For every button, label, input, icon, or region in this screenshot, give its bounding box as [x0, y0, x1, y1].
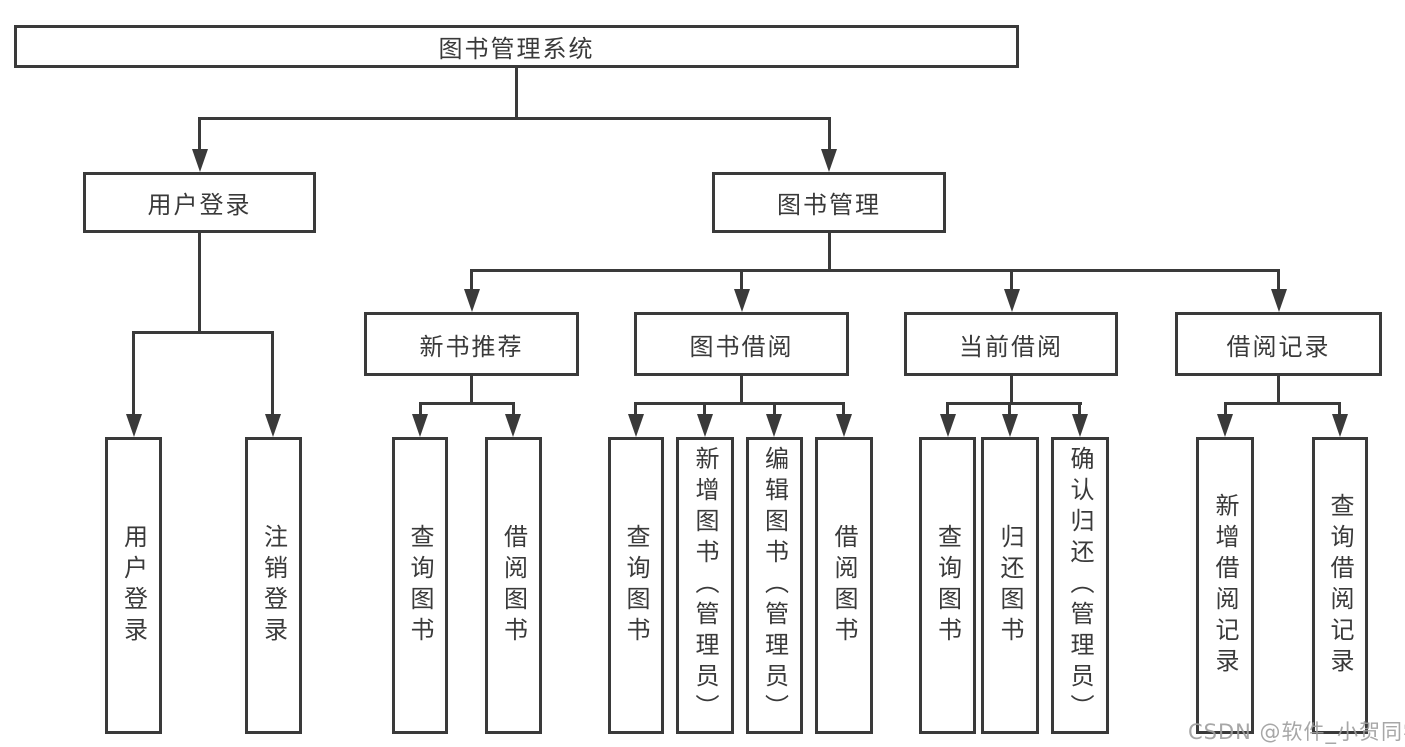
connector-root-stem — [515, 68, 518, 120]
leaf-user-login: 用户登录 — [105, 437, 162, 734]
connector-drop — [512, 402, 515, 417]
connector-drop — [1078, 402, 1081, 417]
connector-bookmgmt-stem — [828, 233, 831, 272]
leaf-add-borrow-record: 新增借阅记录 — [1196, 437, 1254, 734]
connector-stem — [740, 376, 743, 405]
connector-drop — [634, 402, 637, 417]
arrow-down-icon — [1332, 414, 1348, 437]
leaf-confirm-return-admin: 确认归还（管理员） — [1051, 437, 1109, 734]
connector-stem — [1277, 376, 1280, 405]
connector-drop — [842, 402, 845, 417]
connector-drop — [132, 331, 135, 417]
arrow-down-icon — [1217, 414, 1233, 437]
connector-drop — [1224, 402, 1227, 417]
arrow-down-icon — [1072, 414, 1088, 437]
arrow-down-icon — [734, 289, 750, 312]
connector-drop — [1277, 269, 1280, 291]
connector-userlogin-stem — [198, 233, 201, 334]
arrow-down-icon — [505, 414, 521, 437]
arrow-down-icon — [412, 414, 428, 437]
arrow-down-icon — [126, 414, 142, 437]
connector-drop — [1010, 269, 1013, 291]
connector-drop — [1338, 402, 1341, 417]
leaf-borrow-books-recommend: 借阅图书 — [485, 437, 542, 734]
leaf-add-books-admin: 新增图书（管理员） — [676, 437, 734, 734]
leaf-query-borrow-record: 查询借阅记录 — [1312, 437, 1368, 734]
arrow-down-icon — [1002, 414, 1018, 437]
leaf-edit-books-admin: 编辑图书（管理员） — [746, 437, 803, 734]
connector-drop — [703, 402, 706, 417]
connector-bar — [634, 402, 845, 405]
node-user-login: 用户登录 — [83, 172, 316, 233]
arrow-down-icon — [836, 414, 852, 437]
node-book-management: 图书管理 — [712, 172, 946, 233]
leaf-query-books-current: 查询图书 — [919, 437, 976, 734]
node-current-borrowing: 当前借阅 — [904, 312, 1118, 376]
arrow-down-icon — [192, 149, 208, 172]
connector-bar — [946, 402, 1082, 405]
node-book-borrowing: 图书借阅 — [634, 312, 849, 376]
connector-userlogin-bar — [132, 331, 274, 334]
arrow-down-icon — [1271, 289, 1287, 312]
node-borrowing-records: 借阅记录 — [1175, 312, 1382, 376]
connector-drop — [1008, 402, 1011, 417]
leaf-query-books-borrowing: 查询图书 — [608, 437, 664, 734]
arrow-down-icon — [766, 414, 782, 437]
connector-bar — [1224, 402, 1341, 405]
connector-bar — [419, 402, 515, 405]
connector-drop — [470, 269, 473, 291]
arrow-down-icon — [940, 414, 956, 437]
connector-stem — [470, 376, 473, 405]
arrow-down-icon — [821, 149, 837, 172]
leaf-query-books-recommend: 查询图书 — [392, 437, 448, 734]
arrow-down-icon — [628, 414, 644, 437]
connector-drop — [828, 117, 831, 151]
arrow-down-icon — [1004, 289, 1020, 312]
node-new-book-recommendation: 新书推荐 — [364, 312, 579, 376]
connector-drop — [271, 331, 274, 417]
connector-stem — [1010, 376, 1013, 405]
leaf-borrow-books-borrowing: 借阅图书 — [815, 437, 873, 734]
node-root: 图书管理系统 — [14, 25, 1019, 68]
arrow-down-icon — [697, 414, 713, 437]
leaf-logout: 注销登录 — [245, 437, 302, 734]
watermark: CSDN @软件_小贺同学 — [1188, 720, 1405, 744]
connector-drop — [198, 117, 201, 151]
leaf-return-books: 归还图书 — [981, 437, 1039, 734]
connector-drop — [773, 402, 776, 417]
connector-bookmgmt-bar — [470, 269, 1280, 272]
arrow-down-icon — [265, 414, 281, 437]
connector-drop — [419, 402, 422, 417]
connector-drop — [740, 269, 743, 291]
connector-drop — [946, 402, 949, 417]
arrow-down-icon — [464, 289, 480, 312]
connector-root-bar — [198, 117, 830, 120]
